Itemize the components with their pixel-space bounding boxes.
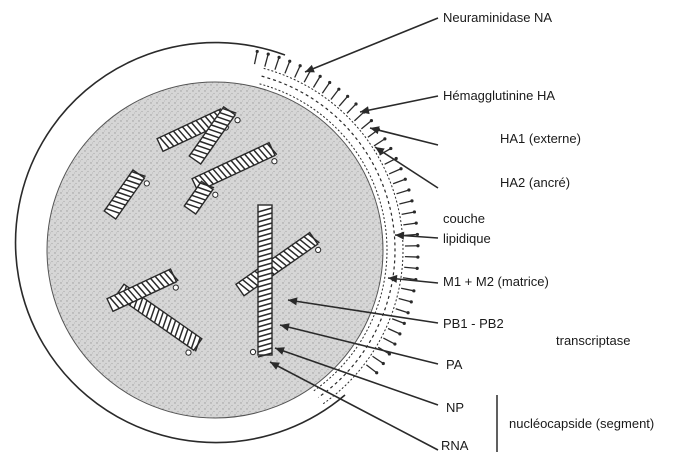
spike (383, 338, 395, 344)
label-ha2: HA2 (ancré) (500, 175, 570, 191)
spike (339, 96, 347, 106)
spike-head (375, 371, 378, 374)
spike-head (404, 178, 407, 181)
spike (295, 66, 300, 78)
spike-head (416, 267, 419, 270)
spike-head (406, 311, 409, 314)
label-nucleocapside: nucléocapside (segment) (509, 416, 654, 432)
spike-head (354, 102, 357, 105)
label-pb1-pb2: PB1 - PB2 (443, 316, 504, 332)
arrow-line (360, 96, 438, 112)
spike (322, 83, 329, 94)
spike-head (299, 64, 302, 67)
label-rna: RNA (441, 438, 468, 454)
spike-head (370, 119, 373, 122)
spike-head (398, 332, 401, 335)
label-matrice: M1 + M2 (matrice) (443, 274, 549, 290)
spike-head (277, 56, 280, 59)
spike (393, 179, 405, 184)
spike (373, 356, 384, 363)
spike-head (346, 95, 349, 98)
spike-head (416, 233, 419, 236)
arrow-head (395, 232, 404, 240)
spike (399, 299, 412, 302)
spike-head (416, 255, 419, 258)
label-ha1: HA1 (externe) (500, 131, 581, 147)
spike-head (383, 137, 386, 140)
spike (361, 121, 371, 129)
spike (366, 365, 376, 373)
label-couche: couche (443, 211, 485, 227)
spike (313, 76, 320, 87)
arrow-head (360, 106, 370, 114)
spike-head (319, 75, 322, 78)
spike-head (413, 210, 416, 213)
label-transcriptase: transcriptase (556, 333, 630, 349)
spike (285, 61, 290, 73)
spike-head (267, 53, 270, 56)
segment-polymerase (250, 349, 255, 354)
label-neuraminidase: Neuraminidase NA (443, 10, 552, 26)
spike (392, 319, 404, 324)
spike (265, 54, 268, 67)
spike (354, 112, 364, 121)
spike (399, 201, 412, 204)
spike-head (399, 167, 402, 170)
spike (331, 89, 339, 99)
spike-head (410, 300, 413, 303)
spike-head (389, 147, 392, 150)
spike (396, 309, 408, 313)
spike (255, 51, 258, 64)
spike (389, 169, 401, 174)
spike (402, 212, 415, 214)
spike-head (393, 342, 396, 345)
spike-head (407, 188, 410, 191)
spike-head (256, 50, 259, 53)
spike (388, 328, 400, 333)
spike-head (403, 322, 406, 325)
spike-head (416, 244, 419, 247)
spike (275, 57, 279, 69)
label-lipidique: lipidique (443, 231, 491, 247)
spike-head (382, 362, 385, 365)
spike (374, 139, 385, 146)
spike-head (328, 81, 331, 84)
spike (397, 190, 409, 194)
spike (401, 288, 414, 291)
spike (304, 71, 310, 82)
label-np: NP (446, 400, 464, 416)
arrow-line (305, 18, 438, 72)
spike-head (410, 199, 413, 202)
label-pa: PA (446, 357, 462, 373)
spike (404, 267, 417, 268)
spike-head (412, 289, 415, 292)
spike-head (337, 88, 340, 91)
label-hemagglutinine: Hémagglutinine HA (443, 88, 555, 104)
spike (347, 104, 356, 113)
spike-head (415, 222, 418, 225)
spike (403, 223, 416, 225)
spike-head (288, 60, 291, 63)
